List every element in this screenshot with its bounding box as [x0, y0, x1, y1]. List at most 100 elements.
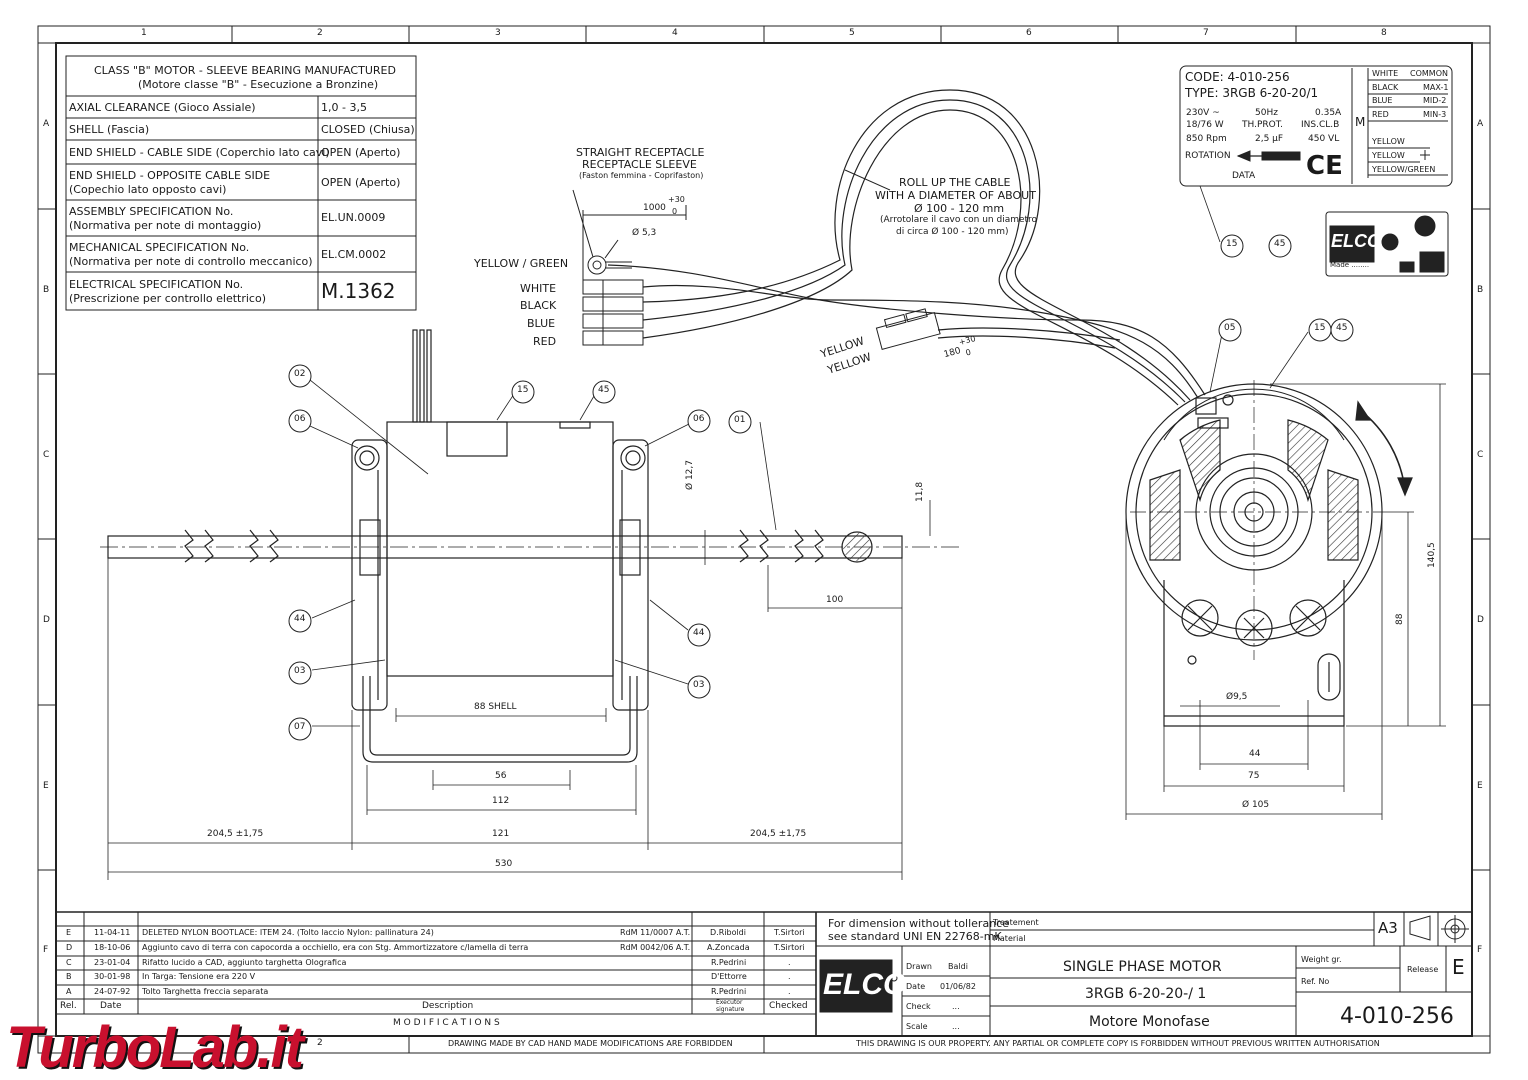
balloon-15: 15 — [1226, 239, 1238, 249]
dimension-lines — [107, 383, 1446, 880]
balloon-45: 45 — [1274, 239, 1286, 249]
wire-label-black: BLACK — [520, 299, 557, 312]
revision-checked: T.Sirtori — [774, 928, 805, 937]
nameplate-insulation-class: INS.CL.B — [1301, 120, 1340, 130]
revision-executor: R.Pedrini — [711, 987, 747, 996]
dim-100: 100 — [826, 595, 844, 605]
row-label-c: C — [43, 450, 50, 460]
wiring-function: MID-2 — [1423, 96, 1447, 105]
balloon-15: 15 — [517, 385, 529, 395]
receptacle-tol-up: +30 — [668, 195, 685, 204]
wiring-color: WHITE — [1372, 69, 1399, 78]
cable-note-line-3: Ø 100 - 120 mm — [914, 202, 1005, 215]
spec-row-label: END SHIELD - OPPOSITE CABLE SIDE — [69, 169, 271, 182]
row-label-e-right: E — [1477, 781, 1483, 791]
date-label: Date — [906, 982, 926, 991]
balloon-45: 45 — [598, 385, 610, 395]
receptacle-length: 1000 — [643, 203, 666, 213]
wire-label-yellow-green: YELLOW / GREEN — [474, 257, 569, 270]
revision-executor: A.Zoncada — [707, 943, 750, 952]
row-label-d: D — [43, 615, 50, 625]
revision-checked: . — [788, 987, 791, 996]
balloon-06: 06 — [294, 414, 306, 424]
dim-11-8: 11,8 — [915, 481, 925, 502]
balloon-03: 03 — [693, 680, 705, 690]
elco-hologram-badge — [1325, 211, 1449, 277]
revision-date: 24-07-92 — [94, 987, 131, 996]
revision-description: Aggiunto cavo di terra con capocorda a o… — [142, 943, 529, 952]
balloon-45: 45 — [1336, 323, 1348, 333]
balloon-44: 44 — [693, 628, 705, 638]
balloon-01: 01 — [734, 415, 746, 425]
material-label: Material — [993, 934, 1026, 943]
elco-logo — [819, 959, 898, 1013]
dim-112: 112 — [492, 796, 510, 806]
row-label-b-right: B — [1477, 285, 1484, 295]
revision-header-signature: signature — [716, 1006, 745, 1013]
wiring-color: RED — [1372, 110, 1389, 119]
revision-header-date: Date — [100, 1001, 122, 1011]
balloon-05: 05 — [1224, 323, 1236, 333]
revision-date: 11-04-11 — [94, 928, 131, 937]
balloon-02: 02 — [294, 369, 306, 379]
dim-44: 44 — [1249, 749, 1261, 759]
spec-row-value-electrical: M.1362 — [321, 279, 396, 303]
col-label-2: 2 — [317, 28, 323, 38]
drawing-model: 3RGB 6-20-20-/ 1 — [1085, 986, 1207, 1002]
revision-description: In Targa: Tensione era 220 V — [142, 972, 256, 981]
revision-rel: C — [66, 958, 72, 967]
drawing-title: SINGLE PHASE MOTOR — [1063, 959, 1222, 975]
nameplate-thermal-protection: TH.PROT. — [1242, 120, 1284, 130]
spec-row-value: EL.UN.0009 — [321, 211, 386, 224]
drawing-subtitle: Motore Monofase — [1089, 1014, 1210, 1030]
spec-row-label-2: (Copechio lato opposto cavi) — [69, 183, 227, 196]
spec-header-1: CLASS "B" MOTOR - SLEEVE BEARING MANUFAC… — [94, 64, 396, 77]
receptacle-hole: Ø 5,3 — [632, 228, 657, 238]
revision-date: 18-10-06 — [94, 943, 131, 952]
drawn-label: Drawn — [906, 962, 932, 971]
dim-75: 75 — [1248, 771, 1260, 781]
scale-label: Scale — [906, 1022, 928, 1031]
scale-value: ... — [952, 1022, 960, 1031]
row-label-c-right: C — [1477, 450, 1484, 460]
revision-checked: T.Sirtori — [774, 943, 805, 952]
balloon-03: 03 — [294, 666, 306, 676]
elco-badge-made: Made ........ — [1330, 261, 1370, 269]
receptacle-title-3: (Faston femmina - Coprifaston) — [579, 171, 704, 180]
nameplate-current: 0.35A — [1315, 108, 1342, 118]
col-label-8: 8 — [1381, 28, 1387, 38]
revision-reference: RdM 11/0007 A.T. — [620, 928, 691, 937]
row-label-d-right: D — [1477, 615, 1484, 625]
revision-rel: D — [66, 943, 73, 952]
property-notice: THIS DRAWING IS OUR PROPERTY. ANY PARTIA… — [856, 1039, 1380, 1048]
nameplate-capacitor-voltage: 450 VL — [1308, 134, 1340, 144]
revision-rel: B — [66, 972, 72, 981]
balloon-leaders — [309, 185, 1309, 727]
revision-executor: R.Pedrini — [711, 958, 747, 967]
spec-row-value: CLOSED (Chiusa) — [321, 123, 415, 136]
drawing-number: 4-010-256 — [1340, 1004, 1454, 1029]
revision-rel: E — [66, 928, 72, 937]
spec-row-label: ASSEMBLY SPECIFICATION No. — [69, 205, 234, 218]
wiring-function: MIN-3 — [1423, 110, 1447, 119]
check-value: ... — [952, 1002, 960, 1011]
wiring-color: BLUE — [1372, 96, 1393, 105]
dim-121: 121 — [492, 829, 510, 839]
col-label-5: 5 — [849, 28, 855, 38]
col-label-2-bottom: 2 — [317, 1038, 323, 1048]
wire-label-red: RED — [533, 335, 557, 348]
col-label-4: 4 — [672, 28, 678, 38]
nameplate-type: TYPE: 3RGB 6-20-20/1 — [1185, 86, 1319, 100]
spec-header-2: (Motore classe "B" - Esecuzione a Bronzi… — [138, 78, 379, 91]
row-label-b: B — [43, 285, 50, 295]
handmade-notice: DRAWING MADE BY CAD HAND MADE MODIFICATI… — [448, 1039, 733, 1048]
release-label: Release — [1407, 965, 1439, 974]
cable-note-line-2: WITH A DIAMETER OF ABOUT — [875, 189, 1036, 202]
nameplate-rotation-label: ROTATION — [1185, 151, 1231, 161]
revision-description: DELETED NYLON BOOTLACE: ITEM 24. (Tolto … — [142, 928, 434, 937]
title-block-grid — [56, 911, 1472, 1036]
wiring-function: COMMON — [1410, 69, 1448, 78]
column-ticks — [231, 26, 1297, 1053]
nameplate-data-label: DATA — [1232, 171, 1256, 181]
dim-204-left: 204,5 ±1,75 — [207, 829, 264, 839]
